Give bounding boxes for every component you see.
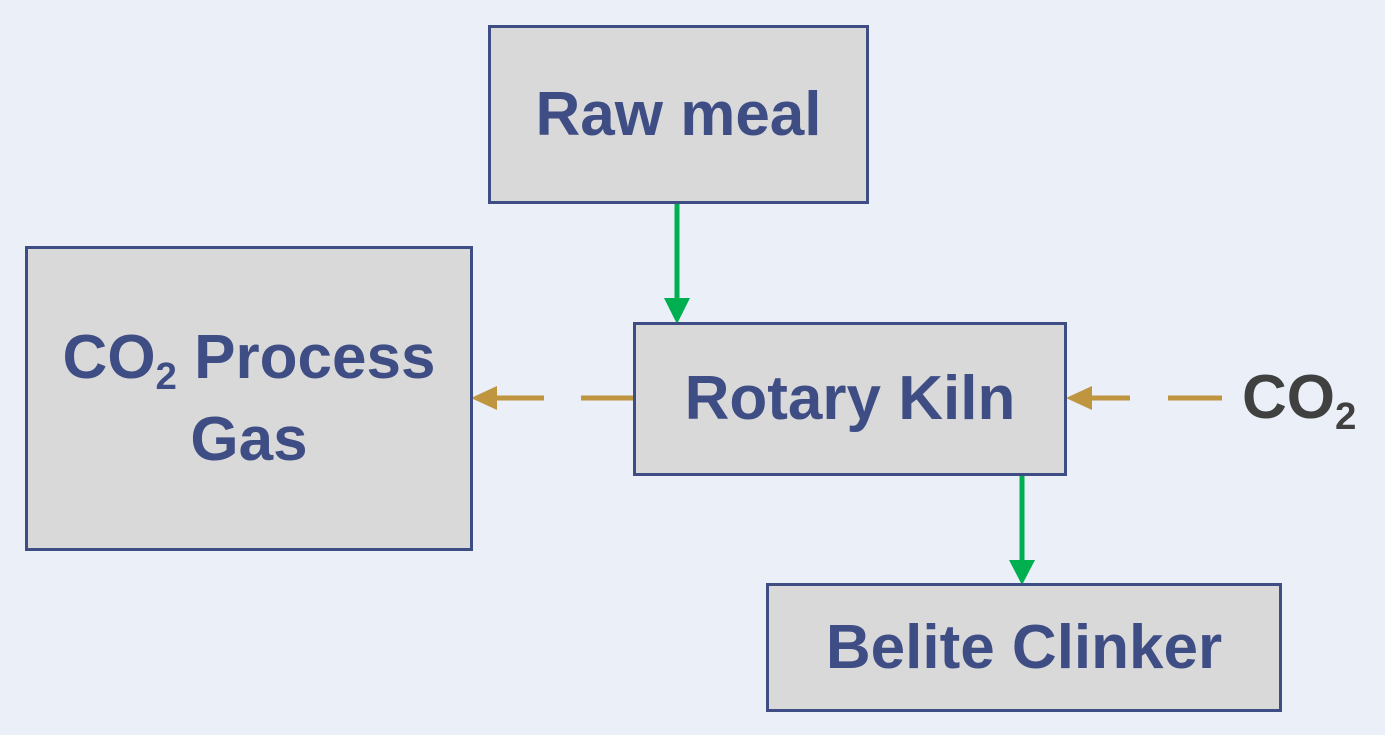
- rotary-kiln-box: Rotary Kiln: [633, 322, 1067, 476]
- rotary-kiln-label: Rotary Kiln: [684, 364, 1016, 434]
- co2-process-gas-box: CO2 Process Gas: [25, 246, 473, 551]
- co2-input-subscript: 2: [1335, 394, 1357, 438]
- process-gas-formula: CO: [62, 322, 156, 392]
- process-gas-subscript: 2: [155, 354, 177, 398]
- raw-meal-label: Raw meal: [535, 79, 822, 149]
- belite-clinker-box: Belite Clinker: [766, 583, 1282, 712]
- arrow-kiln-to-process-gas: [471, 386, 634, 410]
- process-gas-line2: Gas: [190, 404, 308, 474]
- raw-meal-box: Raw meal: [488, 25, 869, 204]
- arrow-co2-to-kiln: [1066, 386, 1222, 410]
- co2-input-formula: CO: [1242, 363, 1335, 432]
- arrow-raw-meal-to-kiln: [664, 203, 690, 324]
- arrow-kiln-to-clinker: [1009, 475, 1035, 585]
- belite-clinker-label: Belite Clinker: [825, 612, 1223, 682]
- co2-process-gas-label: CO2 Process Gas: [63, 319, 436, 478]
- process-gas-line1: Process: [176, 322, 436, 392]
- co2-input-label: CO2: [1242, 362, 1356, 439]
